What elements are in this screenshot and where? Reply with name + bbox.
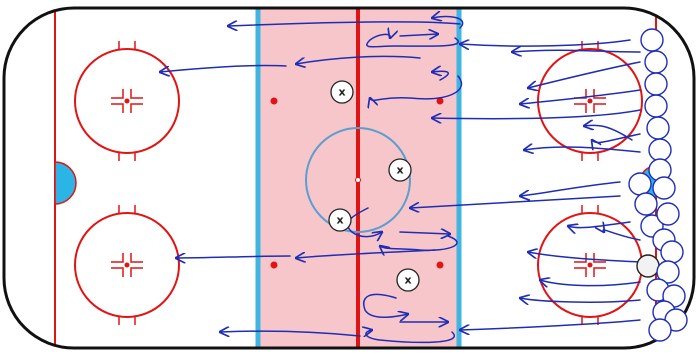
queue-player <box>656 202 680 226</box>
path-bottom-feed-5 <box>520 298 641 302</box>
faceoff-circles <box>74 41 643 325</box>
path-mid-feed-1 <box>520 181 621 196</box>
faceoff-circle-top-left <box>74 41 180 161</box>
player-x-4: x <box>396 268 420 292</box>
path-bottom-feed-3 <box>528 252 641 263</box>
path-top-loop-2 <box>399 34 438 36</box>
queue-player <box>656 260 680 284</box>
path-top-feed-7 <box>592 133 641 142</box>
player-x-3-label: x <box>336 214 343 227</box>
path-top-feed-6 <box>524 147 641 152</box>
path-top-feed-4 <box>432 109 641 119</box>
queue-player <box>640 28 664 52</box>
player-x-3: x <box>328 208 352 232</box>
path-top-wide <box>160 64 287 72</box>
player-queue <box>628 28 688 342</box>
neutral-dot-top-left <box>270 97 278 105</box>
path-bottom-long <box>220 331 361 336</box>
center-circle <box>305 127 411 233</box>
rink-boards <box>2 6 696 350</box>
queue-player <box>648 138 672 162</box>
path-bottom-loop-3 <box>366 330 455 344</box>
queue-player <box>646 116 670 140</box>
faceoff-circle-bottom-left <box>74 205 180 325</box>
player-x-2: x <box>388 158 412 182</box>
goal-crease-left <box>54 161 77 205</box>
path-bottom-mid-1 <box>380 235 458 250</box>
defenders: x x x x <box>328 80 420 292</box>
path-bottom-wide <box>176 256 291 258</box>
queue-player <box>660 240 684 264</box>
player-x-2-label: x <box>396 164 403 177</box>
path-top-feed-3 <box>520 89 641 104</box>
path-top-loop-5 <box>370 75 463 100</box>
path-bottom-feed-2 <box>603 230 641 241</box>
queue-player <box>628 172 652 196</box>
neutral-dot-bottom-right <box>436 261 444 269</box>
path-top-loop-1 <box>432 16 464 29</box>
player-x-1: x <box>330 80 354 104</box>
path-top-long <box>228 22 461 26</box>
queue-player <box>634 192 658 216</box>
center-dot <box>355 177 361 183</box>
drill-paths <box>160 16 641 344</box>
neutral-dot-top-right <box>436 97 444 105</box>
queue-player <box>644 94 668 118</box>
path-bottom-feed-1 <box>568 221 631 228</box>
path-bottom-feed-4 <box>540 280 641 286</box>
neutral-dot-bottom-left <box>270 261 278 269</box>
path-mid-feed-2 <box>410 195 621 208</box>
queue-player <box>636 254 660 278</box>
queue-player <box>644 72 668 96</box>
queue-player <box>652 176 676 200</box>
player-x-1-label: x <box>338 86 345 99</box>
path-bottom-mid-3 <box>296 249 436 258</box>
path-bottom-mid-2 <box>399 232 450 234</box>
path-top-loop-4 <box>528 61 641 88</box>
faceoff-circle-top-right <box>537 41 643 161</box>
path-mid-loop <box>347 207 382 237</box>
queue-player <box>644 50 668 74</box>
path-top-feed-2 <box>512 50 641 52</box>
path-top-loop-3 <box>366 34 459 48</box>
queue-player <box>648 318 672 342</box>
player-x-4-label: x <box>404 274 411 287</box>
path-top-mid <box>296 55 421 64</box>
path-top-feed-1 <box>460 40 631 46</box>
path-bottom-loop-1 <box>363 293 408 317</box>
path-top-loop-6 <box>432 71 450 81</box>
path-bottom-feed-6 <box>460 319 641 330</box>
